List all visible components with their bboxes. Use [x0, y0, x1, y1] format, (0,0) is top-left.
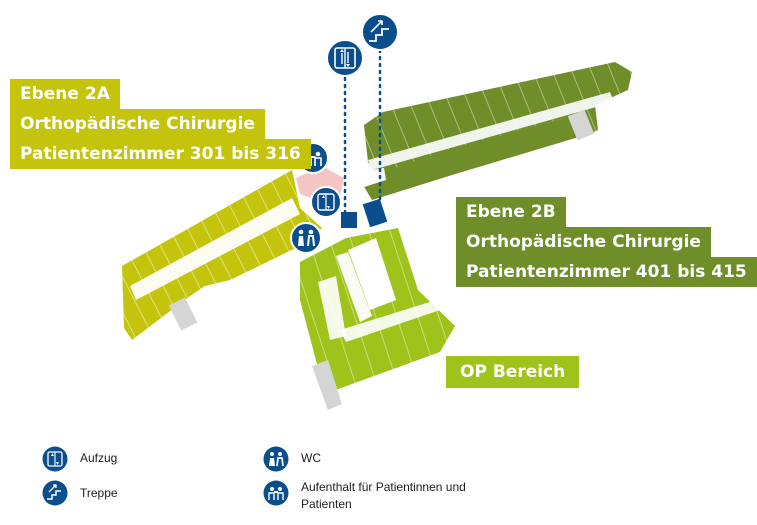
wing-a-level: Ebene 2A [10, 79, 120, 109]
legend-item-elevator: Aufzug [42, 446, 117, 472]
wing-a-department: Orthopädische Chirurgie [10, 109, 265, 139]
wc-icon [290, 222, 322, 254]
wing-b-floor [360, 62, 632, 200]
stairs-icon [361, 13, 399, 51]
legend-label-lounge: Aufenthalt für Patientinnen und Patiente… [301, 480, 466, 511]
floor-plan-map [122, 13, 632, 410]
elevator-location-marker [341, 212, 357, 228]
stairs-icon [42, 480, 68, 506]
legend-label-elevator: Aufzug [80, 451, 118, 465]
wing-b-level: Ebene 2B [456, 197, 566, 227]
elevator-icon [326, 39, 364, 77]
stairs-location-marker [362, 198, 388, 228]
wing-a-label: Ebene 2A Orthopädische Chirurgie Patient… [10, 79, 311, 169]
op-area-floor [300, 228, 455, 410]
wing-b-rooms: Patientenzimmer 401 bis 415 [456, 257, 757, 287]
wing-b-department: Orthopädische Chirurgie [456, 227, 711, 257]
wing-b-label: Ebene 2B Orthopädische Chirurgie Patient… [456, 197, 757, 287]
wc-icon [263, 446, 289, 472]
legend-item-wc: WC [263, 446, 321, 472]
legend-label-stairs: Treppe [80, 486, 118, 500]
op-area-label: OP Bereich [446, 356, 580, 388]
legend-label-wc: WC [301, 451, 321, 465]
lounge-icon [263, 480, 289, 506]
elevator-icon [42, 446, 68, 472]
wing-a-rooms: Patientenzimmer 301 bis 316 [10, 139, 311, 169]
wing-a-floor [122, 170, 322, 340]
elevator-icon [310, 186, 342, 218]
legend-item-lounge: Aufenthalt für Patientinnen und Patiente… [263, 480, 481, 513]
legend-item-stairs: Treppe [42, 480, 118, 506]
